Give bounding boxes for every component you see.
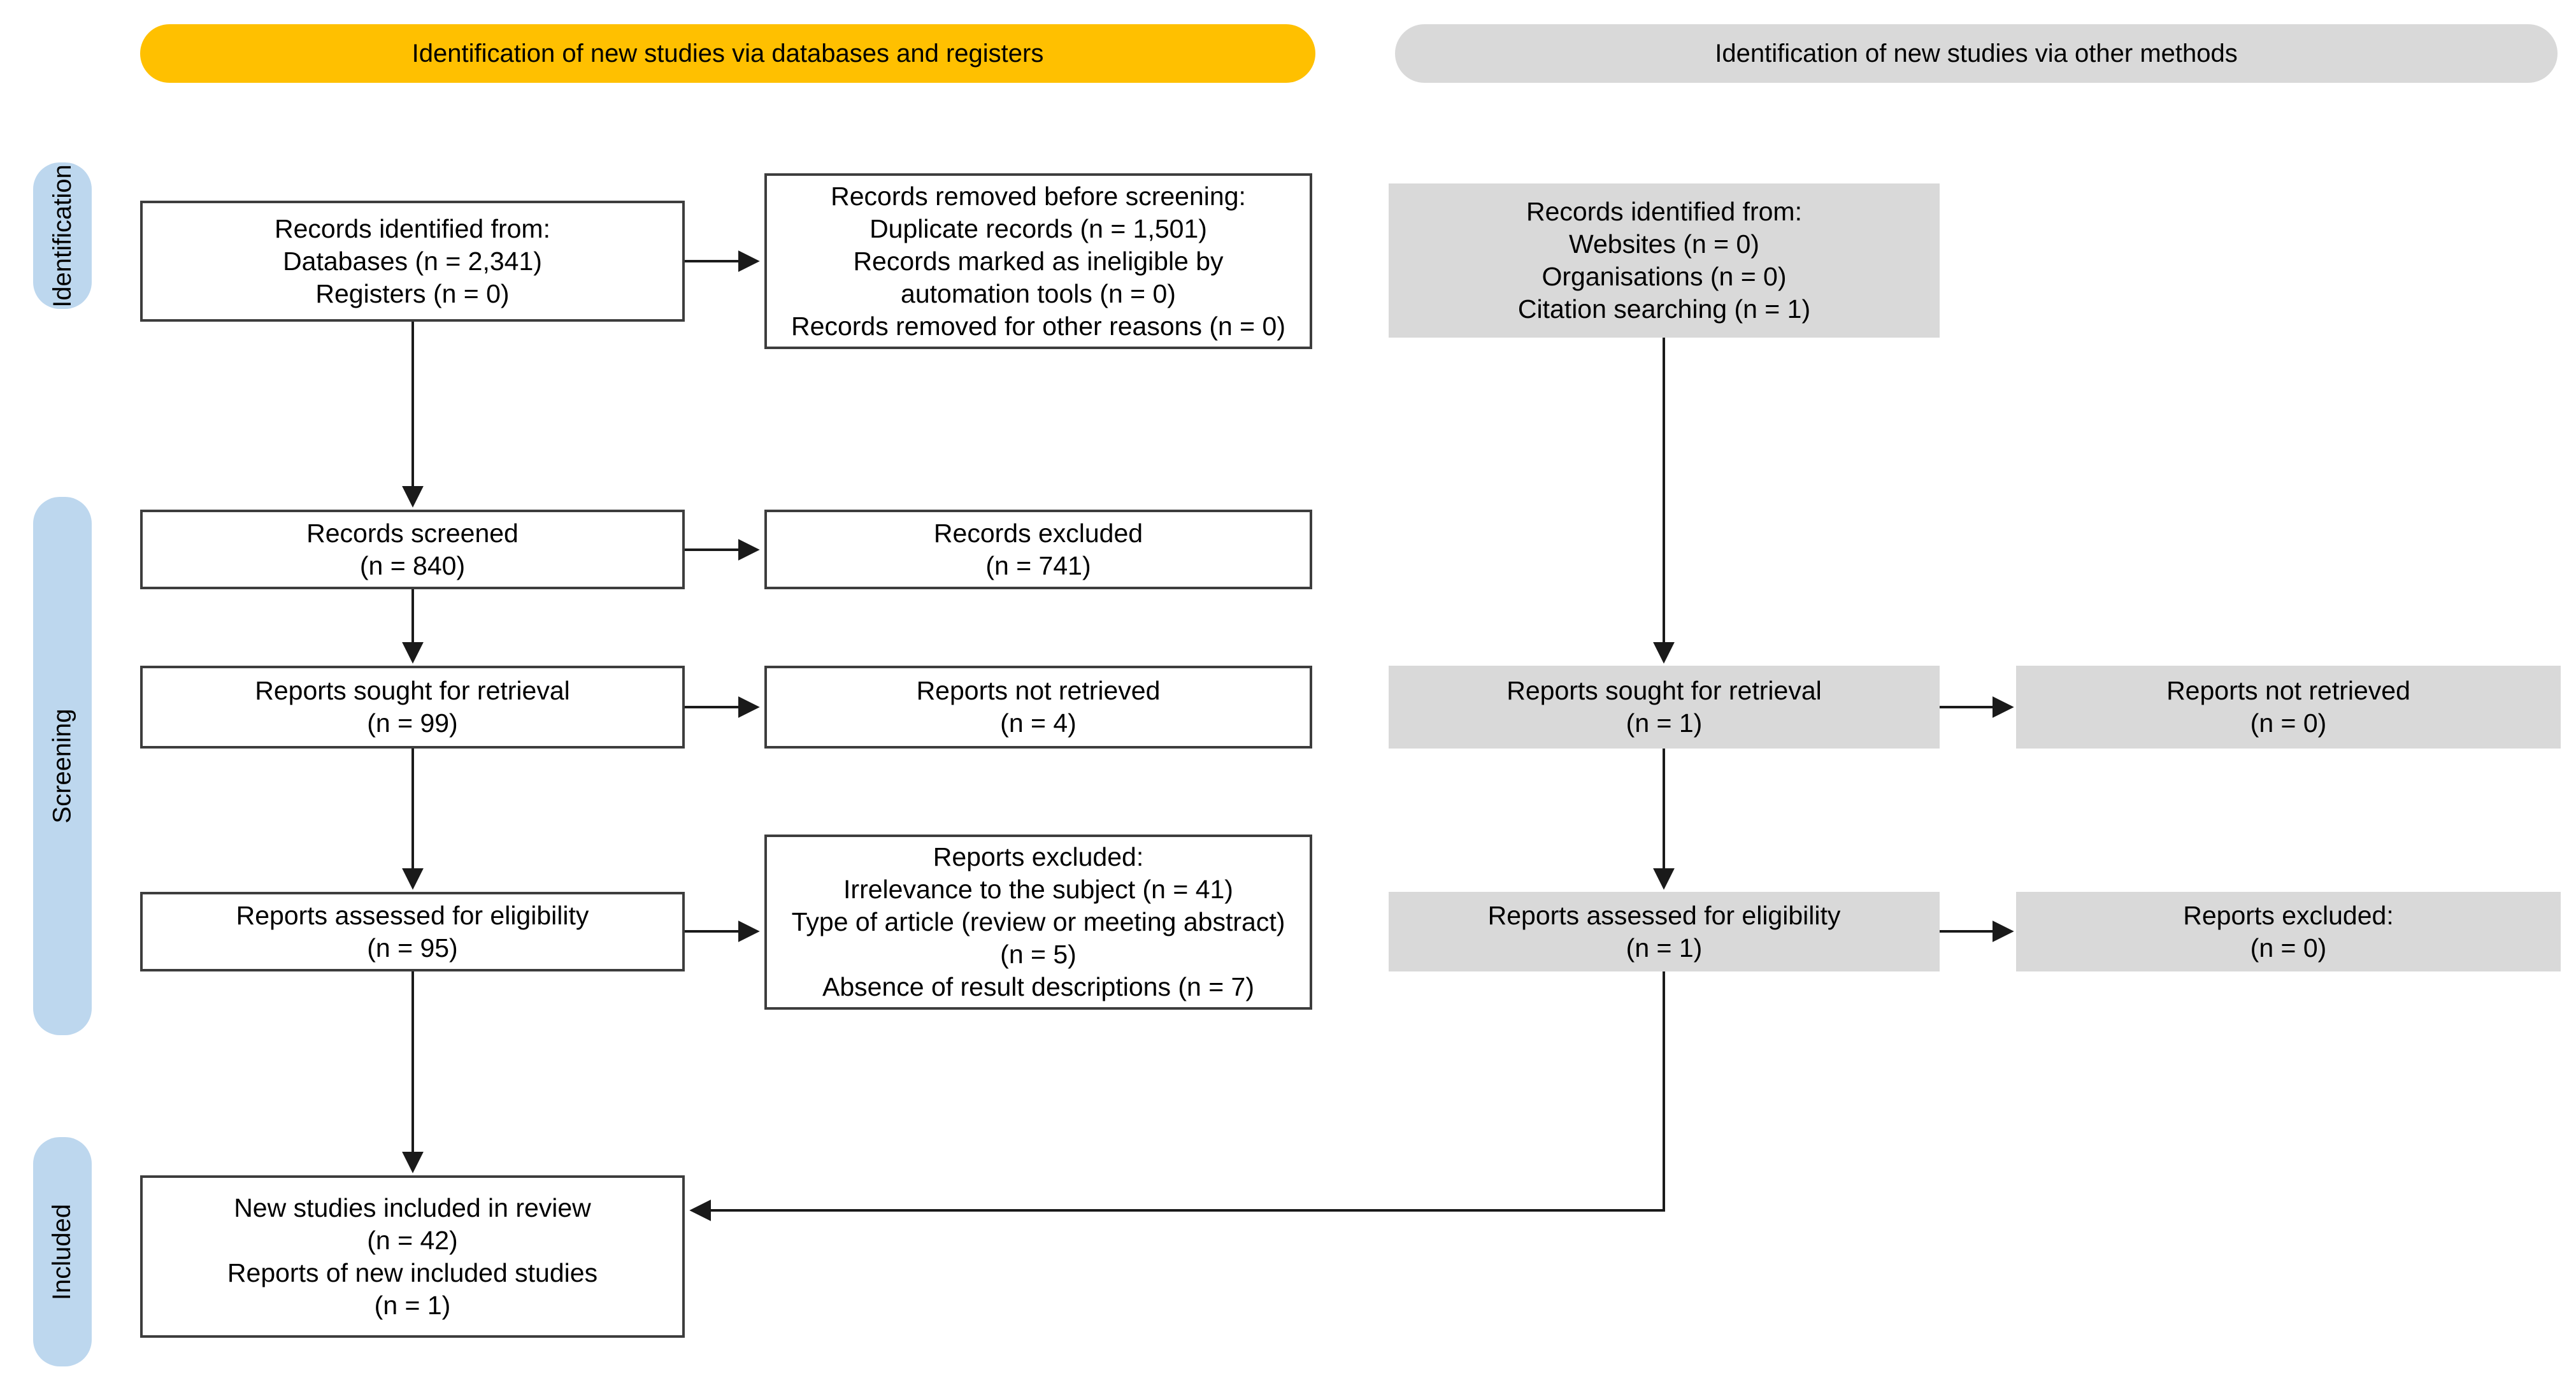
stage-screening-label: Screening [48, 708, 76, 824]
box-reports-assessed-databases: Reports assessed for eligibility (n = 95… [140, 892, 685, 971]
box-line: (n = 1) [374, 1290, 451, 1320]
box-line: Records identified from: [1526, 197, 1802, 226]
banner-databases-registers: Identification of new studies via databa… [140, 24, 1315, 83]
box-line: Records screened [306, 518, 519, 548]
stage-identification: Identification [33, 162, 92, 309]
box-records-screened: Records screened (n = 840) [140, 510, 685, 589]
box-line: Records removed before screening: [831, 181, 1246, 211]
box-records-excluded: Records excluded (n = 741) [764, 510, 1312, 589]
box-line: Databases (n = 2,341) [283, 246, 542, 276]
box-line: Absence of result descriptions (n = 7) [822, 972, 1254, 1001]
banner-other-methods-label: Identification of new studies via other … [1715, 39, 2238, 68]
box-line: Reports sought for retrieval [1506, 676, 1822, 705]
box-line: Records identified from: [275, 213, 550, 243]
box-line: Reports not retrieved [2166, 676, 2410, 705]
box-reports-not-retrieved-databases: Reports not retrieved (n = 4) [764, 666, 1312, 749]
box-line: (n = 741) [985, 550, 1091, 580]
box-line: (n = 4) [1000, 708, 1077, 738]
box-line: (n = 99) [367, 708, 458, 738]
box-line: Registers (n = 0) [315, 278, 510, 308]
stage-identification-label: Identification [48, 164, 76, 308]
stage-screening: Screening [33, 497, 92, 1035]
box-line: Reports excluded: [2183, 900, 2394, 930]
box-line: Reports assessed for eligibility [1487, 900, 1841, 930]
box-line: Organisations (n = 0) [1542, 262, 1787, 291]
box-reports-excluded-databases: Reports excluded: Irrelevance to the sub… [764, 835, 1312, 1010]
box-records-identified-other: Records identified from: Websites (n = 0… [1389, 183, 1940, 338]
banner-databases-registers-label: Identification of new studies via databa… [411, 39, 1044, 68]
box-line: (n = 0) [2250, 933, 2327, 963]
box-reports-sought-other: Reports sought for retrieval (n = 1) [1389, 666, 1940, 749]
stage-included: Included [33, 1137, 92, 1366]
box-reports-not-retrieved-other: Reports not retrieved (n = 0) [2016, 666, 2561, 749]
box-reports-sought-databases: Reports sought for retrieval (n = 99) [140, 666, 685, 749]
box-line: Irrelevance to the subject (n = 41) [843, 875, 1233, 904]
box-records-removed-before-screening: Records removed before screening: Duplic… [764, 173, 1312, 349]
box-line: Duplicate records (n = 1,501) [869, 213, 1207, 243]
box-line: Records marked as ineligible by automati… [853, 246, 1224, 308]
box-line: Reports assessed for eligibility [236, 900, 589, 930]
box-line: Citation searching (n = 1) [1517, 294, 1811, 324]
box-line: Reports of new included studies [227, 1258, 598, 1287]
box-line: (n = 1) [1626, 933, 1703, 963]
box-line: Reports excluded: [933, 842, 1144, 871]
box-line: Reports not retrieved [916, 676, 1161, 705]
box-line: Records removed for other reasons (n = 0… [791, 311, 1285, 341]
box-line: Websites (n = 0) [1569, 229, 1759, 259]
box-records-identified-databases: Records identified from: Databases (n = … [140, 201, 685, 322]
box-line: (n = 95) [367, 933, 458, 963]
box-line: (n = 840) [359, 550, 466, 580]
box-line: New studies included in review [234, 1193, 591, 1222]
box-line: (n = 0) [2250, 708, 2327, 738]
box-reports-excluded-other: Reports excluded: (n = 0) [2016, 892, 2561, 971]
box-reports-assessed-other: Reports assessed for eligibility (n = 1) [1389, 892, 1940, 971]
box-line: (n = 42) [367, 1225, 458, 1255]
stage-included-label: Included [48, 1203, 76, 1300]
box-line: Type of article (review or meeting abstr… [791, 907, 1285, 969]
box-line: Reports sought for retrieval [255, 676, 570, 705]
banner-other-methods: Identification of new studies via other … [1395, 24, 2558, 83]
box-new-studies-included: New studies included in review (n = 42) … [140, 1175, 685, 1338]
box-line: (n = 1) [1626, 708, 1703, 738]
box-line: Records excluded [933, 518, 1143, 548]
